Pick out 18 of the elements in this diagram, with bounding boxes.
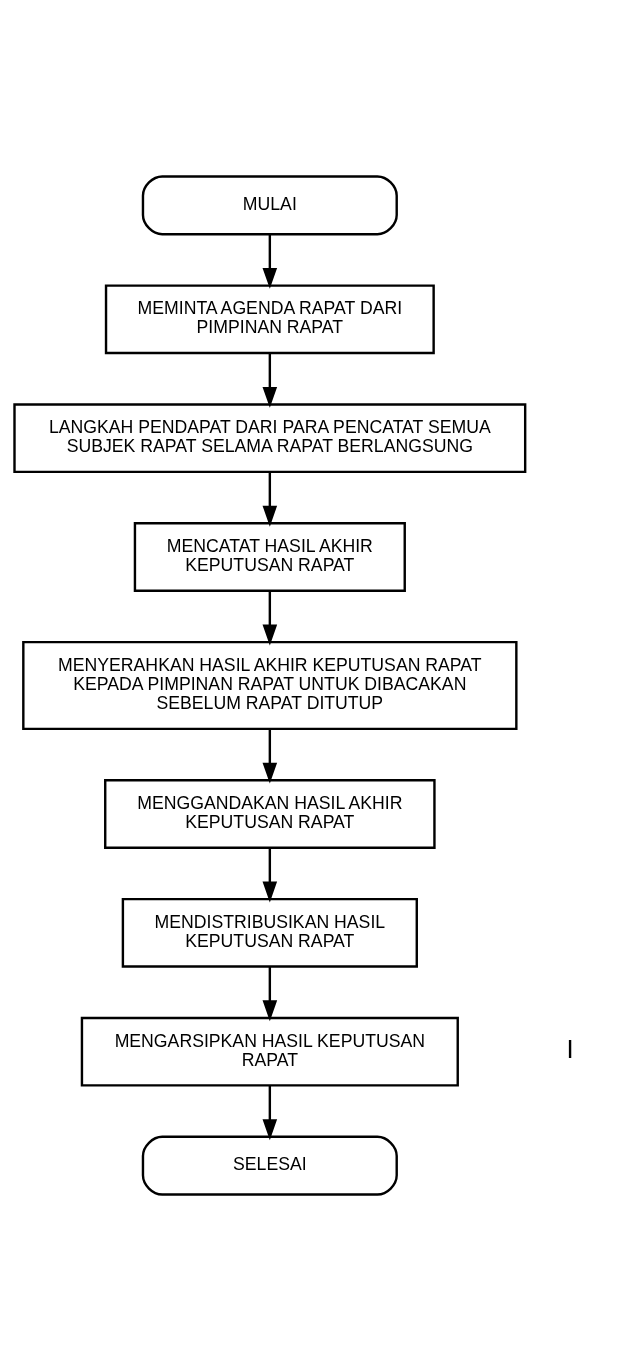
arrow: [262, 590, 278, 646]
node-box: LANGKAH PENDAPAT DARI PARA PENCATAT SEMUA SUBJEK RAPAT SELAMA RAPAT BERLANGSUNG: [13, 403, 527, 474]
arrow: [262, 847, 278, 903]
arrow: [262, 729, 278, 784]
arrow: [262, 1085, 278, 1141]
node-box: MEMINTA AGENDA RAPAT DARI PIMPINAN RAPAT: [104, 284, 435, 355]
node-box: MENGGANDAKAN HASIL AKHIR KEPUTUSAN RAPAT: [104, 779, 436, 849]
arrow: [262, 472, 278, 527]
label: I: [566, 1034, 574, 1063]
node-box: MULAI: [141, 175, 398, 236]
arrow: [262, 966, 278, 1022]
node-box: MENDISTRIBUSIKAN HASIL KEPUTUSAN RAPAT: [121, 897, 418, 968]
node-box: MENYERAHKAN HASIL AKHIR KEPUTUSAN RAPAT KEPADA PIMPINAN RAPAT UNTUK DIBACAKAN SEBELUM RAPAT DITUTUP: [22, 640, 518, 731]
arrow: [262, 234, 278, 289]
node-box: MENGARSIPKAN HASIL KEPUTUSAN RAPAT: [80, 1016, 459, 1087]
node-box: SELESAI: [141, 1135, 398, 1196]
arrow: [262, 353, 278, 408]
node-box: MENCATAT HASIL AKHIR KEPUTUSAN RAPAT: [133, 522, 406, 592]
